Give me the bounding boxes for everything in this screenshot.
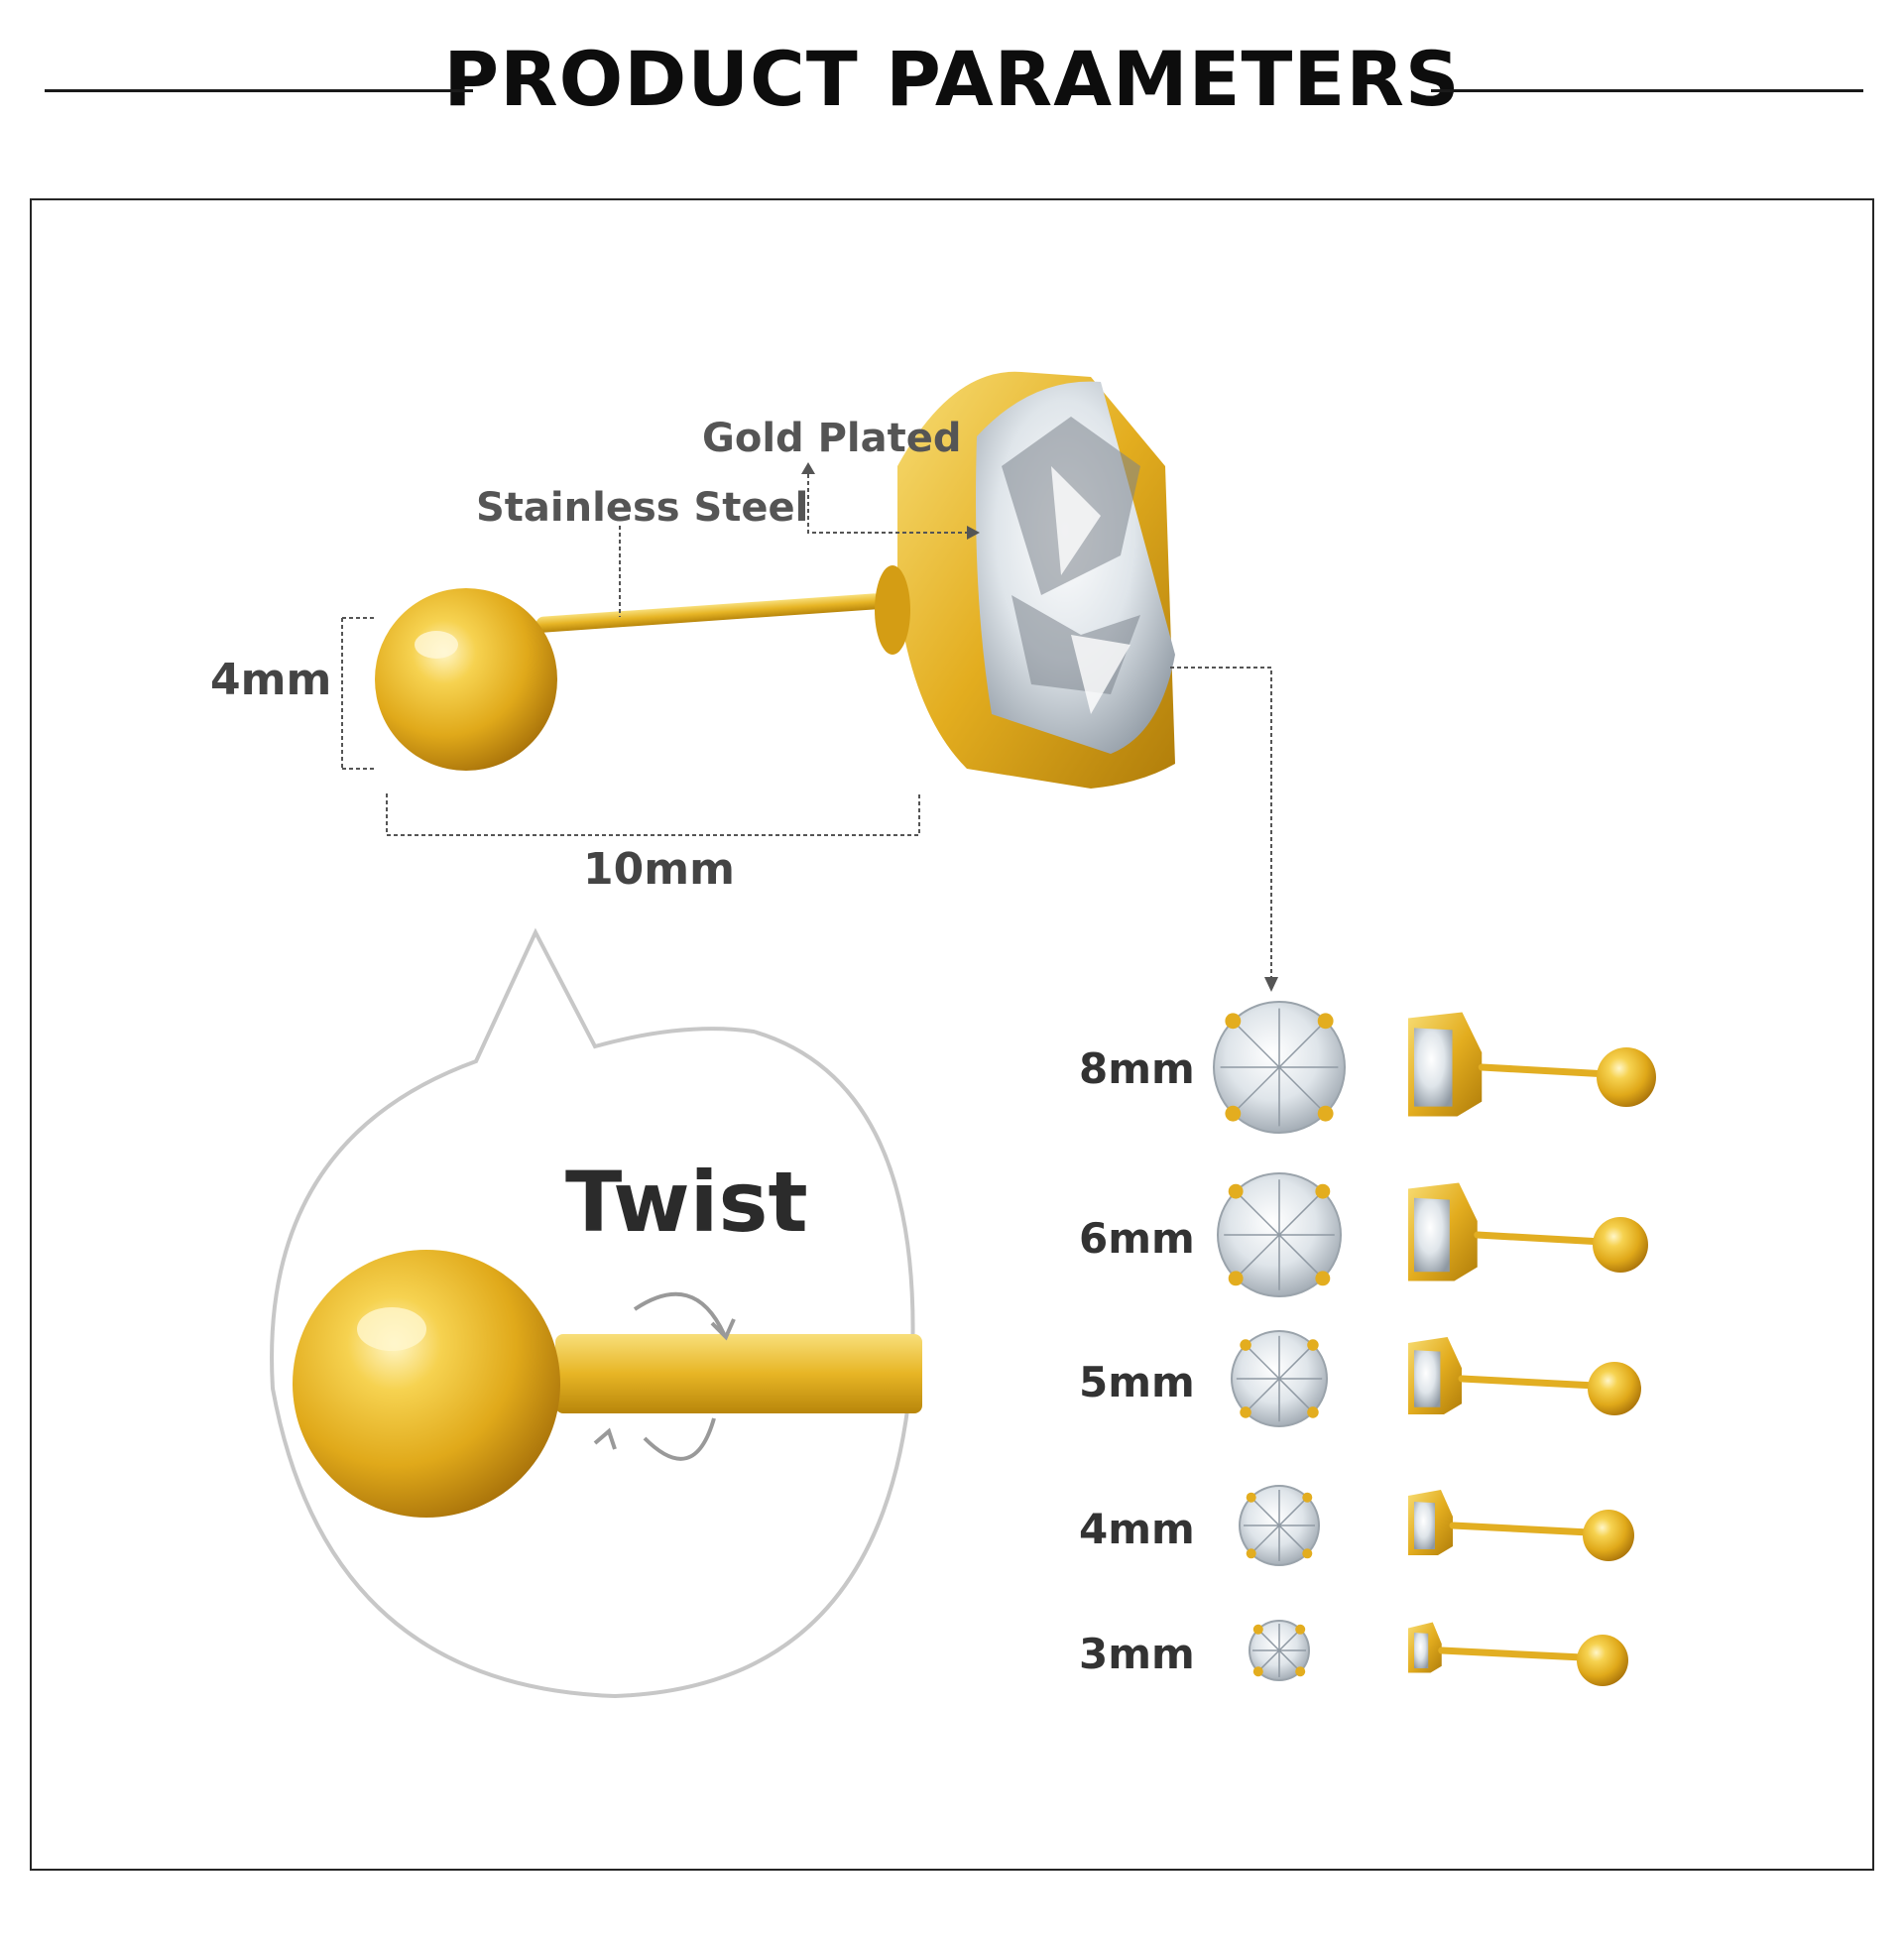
zoom-ball bbox=[293, 1250, 560, 1518]
size-chart-art bbox=[1213, 1001, 1656, 1686]
stainless-steel-label: Stainless Steel bbox=[476, 485, 809, 531]
stone-top-3mm bbox=[1249, 1620, 1310, 1681]
ball-diameter-label: 4mm bbox=[210, 655, 332, 705]
twist-zoom-bubble bbox=[270, 927, 922, 1699]
stone-top-4mm bbox=[1239, 1485, 1320, 1566]
size-label-4mm: 4mm bbox=[1079, 1505, 1195, 1553]
dimension-lines bbox=[341, 474, 1272, 977]
main-earring bbox=[375, 371, 1175, 789]
gold-plated-label: Gold Plated bbox=[702, 416, 962, 461]
main-ball bbox=[375, 588, 557, 771]
size-label-5mm: 5mm bbox=[1079, 1358, 1195, 1406]
earring-side-5mm bbox=[1408, 1337, 1641, 1415]
size-label-8mm: 8mm bbox=[1079, 1044, 1195, 1093]
stone-top-8mm bbox=[1213, 1001, 1346, 1134]
main-pin bbox=[536, 593, 883, 633]
earring-side-8mm bbox=[1408, 1012, 1656, 1117]
page-title: PRODUCT PARAMETERS bbox=[443, 35, 1461, 123]
pin-length-label: 10mm bbox=[583, 844, 735, 895]
earring-side-4mm bbox=[1408, 1490, 1634, 1561]
title-rule-left bbox=[45, 89, 473, 92]
zoom-pin bbox=[555, 1334, 922, 1413]
twist-label: Twist bbox=[565, 1154, 808, 1251]
earring-side-6mm bbox=[1408, 1182, 1648, 1281]
size-label-6mm: 6mm bbox=[1079, 1214, 1195, 1263]
title-rule-right bbox=[1431, 89, 1863, 92]
earring-side-3mm bbox=[1408, 1622, 1628, 1686]
size-label-3mm: 3mm bbox=[1079, 1630, 1195, 1678]
stone-top-6mm bbox=[1217, 1172, 1342, 1297]
stone-top-5mm bbox=[1231, 1330, 1328, 1427]
